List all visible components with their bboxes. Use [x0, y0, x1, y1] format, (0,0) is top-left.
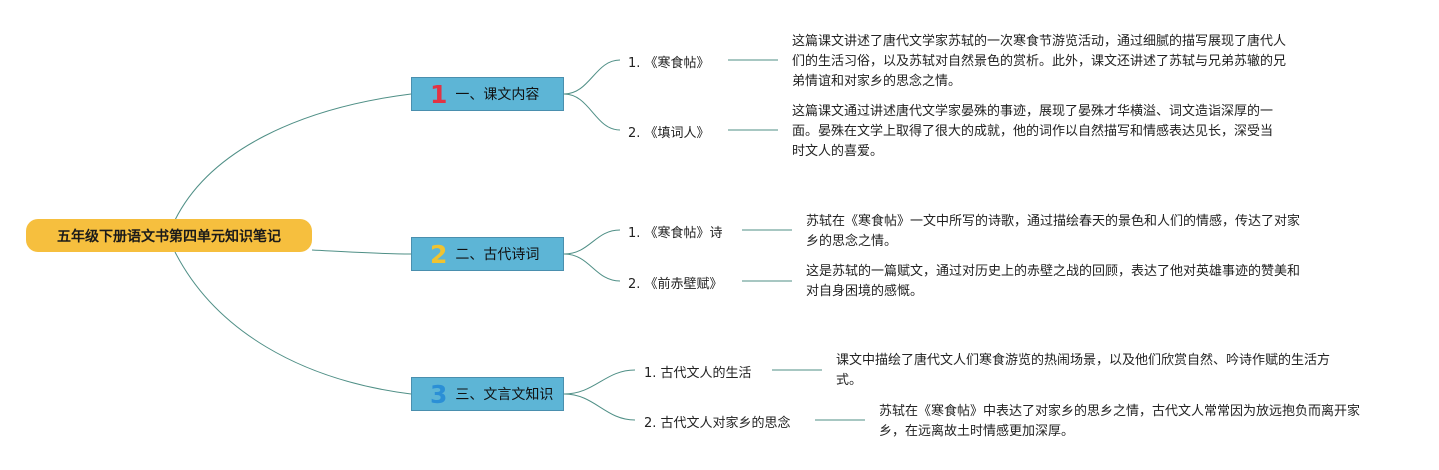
- number-one-icon: 1: [430, 79, 448, 109]
- subtopic-1-2[interactable]: 2. 《填词人》: [628, 126, 710, 141]
- connector-section-1-item-1: [563, 59, 621, 95]
- section-1-topic[interactable]: 1 一、课文内容: [411, 77, 564, 111]
- subtopic-3-1[interactable]: 1. 古代文人的生活: [644, 366, 752, 381]
- subtopic-1-1[interactable]: 1. 《寒食帖》: [628, 56, 710, 71]
- connector-root-to-section-1: [174, 93, 412, 221]
- section-3-topic[interactable]: 3 三、文言文知识: [411, 377, 564, 411]
- number-two-icon: 2: [430, 239, 448, 269]
- connector-section-2-item-1: [563, 229, 621, 255]
- desc-2-2: 这是苏轼的一篇赋文，通过对历史上的赤壁之战的回顾，表达了他对英雄事迹的赞美和对自…: [806, 264, 1301, 299]
- section-2-topic[interactable]: 2 二、古代诗词: [411, 237, 564, 271]
- desc-1-2: 这篇课文通过讲述唐代文学家晏殊的事迹，展现了晏殊才华横溢、词文造诣深厚的一面。晏…: [792, 104, 1274, 159]
- section-3-label: 三、文言文知识: [455, 387, 554, 403]
- desc-3-1: 课文中描绘了唐代文人们寒食游览的热闹场景，以及他们欣赏自然、吟诗作赋的生活方式。: [836, 353, 1331, 388]
- subtopic-2-2[interactable]: 2. 《前赤壁赋》: [628, 277, 723, 292]
- desc-2-1: 苏轼在《寒食帖》一文中所写的诗歌，通过描绘春天的景色和人们的情感，传达了对家乡的…: [806, 214, 1301, 249]
- section-2-label: 二、古代诗词: [455, 247, 540, 263]
- number-three-icon: 3: [430, 379, 448, 409]
- desc-1-1: 这篇课文讲述了唐代文学家苏轼的一次寒食节游览活动，通过细腻的描写展现了唐代人们的…: [792, 34, 1287, 89]
- desc-3-2: 苏轼在《寒食帖》中表达了对家乡的思乡之情，古代文人常常因为放远抱负而离开家乡，在…: [879, 404, 1361, 439]
- connector-section-2-item-2: [563, 253, 621, 282]
- connector-root-to-section-2: [311, 249, 412, 255]
- root-topic[interactable]: 五年级下册语文书第四单元知识笔记: [26, 219, 312, 252]
- subtopic-3-2[interactable]: 2. 古代文人对家乡的思念: [644, 416, 791, 431]
- connector-root-to-section-3: [174, 251, 412, 395]
- connector-section-3-item-1: [563, 369, 636, 395]
- section-1-label: 一、课文内容: [455, 87, 540, 103]
- connector-section-3-item-2: [563, 393, 636, 421]
- subtopic-2-1[interactable]: 1. 《寒食帖》诗: [628, 226, 723, 241]
- connector-section-1-item-2: [563, 93, 621, 131]
